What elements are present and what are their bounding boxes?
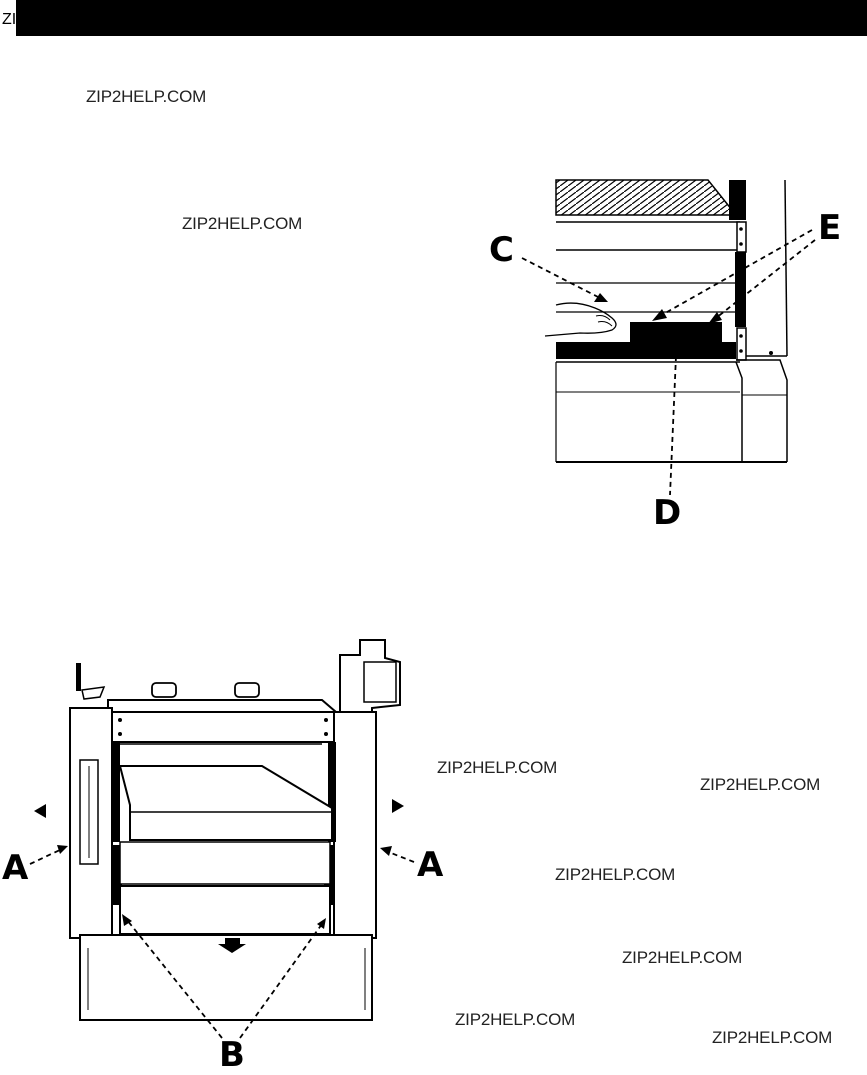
- callout-a-left: A: [2, 848, 29, 888]
- header-bar: [16, 0, 867, 36]
- watermark: ZIP2HELP.COM: [437, 758, 558, 777]
- callout-b: B: [219, 1035, 245, 1075]
- callout-c: C: [489, 230, 514, 270]
- watermark: ZIP2HELP.COM: [622, 948, 743, 967]
- watermark: ZIP2HELP.COM: [712, 1028, 833, 1047]
- watermark: ZIP2HELP.COM: [86, 87, 207, 106]
- callout-e: E: [818, 208, 842, 248]
- watermark: ZIP2HELP.COM: [700, 775, 821, 794]
- watermark: ZIP2HELP.COM: [555, 865, 676, 884]
- watermark: ZIP2HELP.COM: [455, 1010, 576, 1029]
- header-fragment-text: ZI: [2, 11, 17, 28]
- watermark: ZIP2HELP.COM: [182, 214, 303, 233]
- callout-a-right: A: [417, 845, 444, 885]
- callout-d: D: [653, 493, 682, 533]
